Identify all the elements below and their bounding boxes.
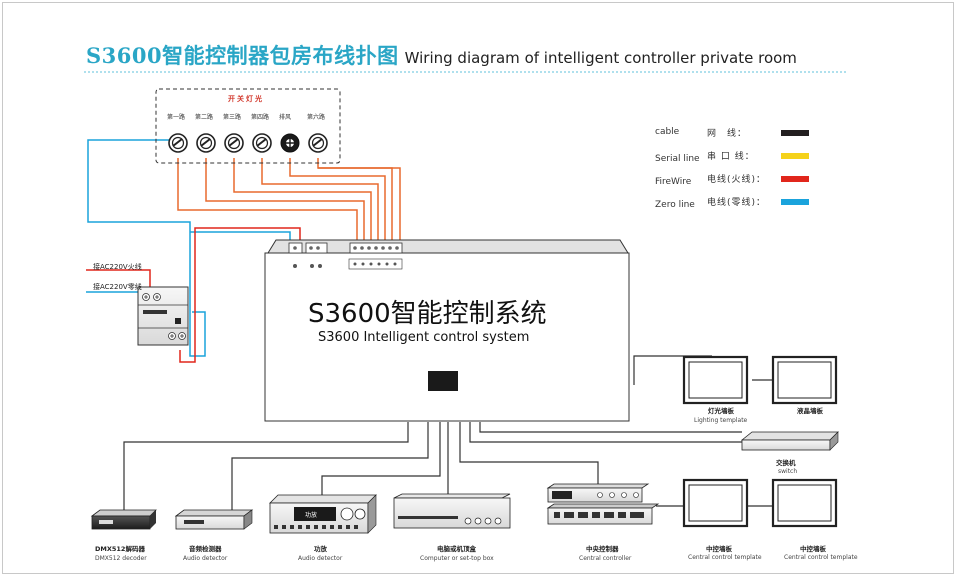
switch-wire-4 bbox=[261, 158, 379, 250]
switch-label-2: 第二路 bbox=[195, 114, 214, 121]
central-label-cn: 中央控制器 bbox=[586, 545, 619, 553]
cable-dmx bbox=[123, 422, 409, 518]
switch-label-cn: 交换机 bbox=[776, 459, 796, 467]
ac-neutral-label: 接AC220V零线 bbox=[93, 283, 142, 291]
fire-wire-in bbox=[86, 269, 151, 288]
legend-cn-4: 电线(零线)： bbox=[707, 198, 767, 208]
switch-label-6: 第六路 bbox=[307, 114, 326, 121]
lighting-panel bbox=[682, 355, 749, 405]
controller-name-en: S3600 Intelligent control system bbox=[318, 330, 530, 345]
legend-cn-2: 串 口 线： bbox=[707, 152, 755, 162]
legend-en-4: Zero line bbox=[655, 200, 695, 210]
controller-unit bbox=[264, 239, 630, 422]
amplifier-device bbox=[269, 494, 377, 534]
legend-swatch-3 bbox=[781, 176, 809, 182]
dmx-label-en: DMX512 decoder bbox=[95, 555, 147, 562]
wall-panels bbox=[682, 355, 838, 528]
terminal-screws bbox=[293, 246, 399, 250]
zero-wire bbox=[87, 139, 206, 357]
ac-live-label: 接AC220V火线 bbox=[93, 263, 142, 271]
breaker-switch bbox=[175, 318, 181, 324]
legend-en-3: FireWire bbox=[655, 177, 692, 187]
wall2-label-cn: 中控墙板 bbox=[800, 545, 826, 553]
controller-display bbox=[428, 371, 458, 391]
wires-group bbox=[86, 139, 773, 518]
audio-detector-label-cn: 音频检测器 bbox=[189, 545, 222, 553]
wall-panel-1 bbox=[682, 478, 749, 528]
amplifier-panel-text: 功放 bbox=[305, 512, 318, 519]
switch-knob-4 bbox=[252, 133, 272, 153]
legend-swatches bbox=[781, 130, 809, 205]
wall1-label-en: Central control template bbox=[688, 554, 762, 561]
pc-label-cn: 电脑或机顶盒 bbox=[437, 545, 476, 553]
lighting-panel-label-cn: 灯光墙板 bbox=[708, 407, 734, 415]
cable-audio-detector bbox=[231, 422, 429, 512]
switch-panel bbox=[155, 88, 341, 164]
wall2-label-en: Central control template bbox=[784, 554, 858, 561]
wall1-label-cn: 中控墙板 bbox=[706, 545, 732, 553]
fire-wire bbox=[179, 227, 301, 363]
switch-panel-border bbox=[155, 88, 341, 164]
controller-name-cn: S3600智能控制系统 bbox=[308, 299, 547, 329]
legend-swatch-2 bbox=[781, 153, 809, 159]
legend-swatch-4 bbox=[781, 199, 809, 205]
audio-detector-device bbox=[174, 509, 254, 530]
wall-panel-2 bbox=[771, 478, 838, 528]
title-en: Wiring diagram of intelligent controller… bbox=[404, 49, 797, 67]
cable-switch bbox=[469, 422, 742, 443]
amplifier-label-cn: 功放 bbox=[314, 545, 327, 553]
switch-knobs bbox=[168, 133, 328, 153]
legend-en-2: Serial line bbox=[655, 154, 700, 164]
lcd-panel bbox=[771, 355, 838, 405]
cable-central bbox=[459, 422, 599, 484]
title-cn: S3600智能控制器包房布线扑图 bbox=[86, 43, 399, 68]
switch-wire-7 bbox=[318, 167, 401, 250]
amplifier-label-en: Audio detector bbox=[298, 555, 343, 562]
central-label-en: Central controller bbox=[579, 555, 632, 562]
switch-knob-3 bbox=[224, 133, 244, 153]
dmx-label-cn: DMX512解码器 bbox=[95, 545, 145, 553]
legend-swatch-1 bbox=[781, 130, 809, 136]
lighting-panel-label-en: Lighting template bbox=[694, 417, 748, 424]
controller-body bbox=[264, 252, 630, 422]
lcd-panel-label-cn: 液晶墙板 bbox=[797, 407, 823, 415]
switch-wire-3 bbox=[233, 158, 372, 250]
switch-label-5: 排风 bbox=[279, 114, 292, 121]
switch-wire-2 bbox=[205, 158, 365, 250]
breaker-slot bbox=[143, 310, 167, 314]
amplifier-lcd bbox=[294, 507, 336, 521]
network-switch-device bbox=[740, 431, 839, 451]
legend-cn-1: 网 线： bbox=[707, 129, 748, 139]
cable-amplifier bbox=[321, 422, 441, 497]
legend-en-1: cable bbox=[655, 127, 680, 137]
switch-knob-2 bbox=[196, 133, 216, 153]
switch-panel-title: 开关灯光 bbox=[228, 95, 264, 103]
switch-label-1: 第一路 bbox=[167, 114, 186, 121]
switch-wire-6 bbox=[317, 158, 393, 250]
set-top-box-device bbox=[393, 493, 511, 529]
diagram-title: S3600智能控制器包房布线扑图 Wiring diagram of intell… bbox=[86, 40, 797, 70]
pc-label-en: Computer or set-top box bbox=[420, 555, 494, 562]
switch-knob-5 bbox=[280, 133, 300, 153]
dmx-decoder-device bbox=[90, 509, 157, 530]
central-controller-device bbox=[546, 483, 660, 525]
switch-wire-5 bbox=[289, 158, 386, 250]
switch-label-4: 第四路 bbox=[251, 114, 270, 121]
cable-switch-2 bbox=[479, 422, 742, 433]
switch-knob-6 bbox=[308, 133, 328, 153]
switch-knob-1 bbox=[168, 133, 188, 153]
audio-detector-label-en: Audio detector bbox=[183, 555, 228, 562]
switch-label-3: 第三路 bbox=[223, 114, 242, 121]
breaker-terminals bbox=[142, 293, 186, 340]
power-breaker bbox=[137, 286, 189, 346]
legend-cn-3: 电线(火线)： bbox=[707, 175, 767, 185]
switch-label-en: switch bbox=[778, 468, 798, 475]
switch-wire-1 bbox=[177, 158, 358, 250]
